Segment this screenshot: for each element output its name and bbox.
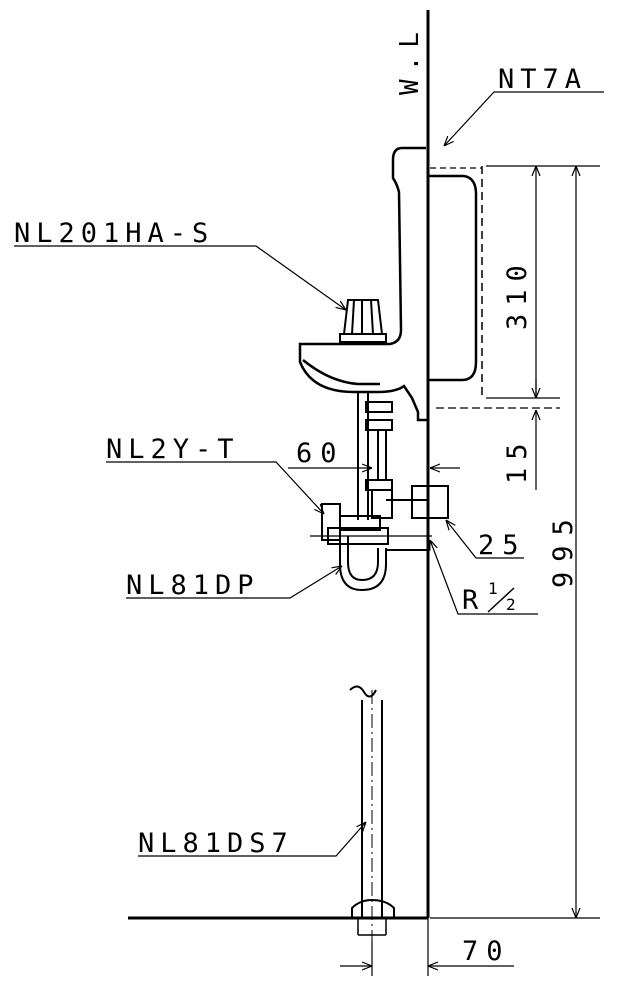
angle-valve	[321, 503, 341, 541]
dimension-lines	[288, 165, 600, 976]
leader-r-half	[430, 540, 538, 615]
dim-25: 25	[478, 530, 527, 561]
label-r-half-num: 1	[488, 579, 498, 598]
dim-70: 70	[462, 936, 511, 967]
label-r-half-base: R	[462, 585, 479, 616]
label-nl81ds7: NL81DS7	[138, 828, 294, 859]
floor-drain	[349, 685, 395, 945]
dim-995: 995	[548, 509, 579, 588]
dim-60: 60	[296, 438, 345, 469]
label-nl81dp: NL81DP	[126, 570, 260, 601]
label-r-half: R 1 2	[462, 579, 516, 616]
leader-lines	[14, 91, 604, 857]
basin-inner-bowl	[302, 359, 380, 386]
wall-and-floor	[128, 10, 430, 920]
leader-nl201ha-s	[14, 245, 346, 310]
wall-label: W.L	[395, 24, 425, 95]
leader-25	[446, 520, 524, 559]
leader-nl81dp	[126, 566, 342, 599]
leader-nl2y-t	[106, 461, 324, 514]
floor-flange	[351, 898, 395, 918]
faucet	[339, 299, 387, 343]
washbasin	[298, 146, 483, 422]
label-nl201ha-s: NL201HA-S	[14, 218, 214, 249]
dim-15: 15	[502, 435, 533, 484]
leader-nt7a	[444, 91, 604, 146]
label-nt7a: NT7A	[498, 64, 587, 95]
label-r-half-den: 2	[506, 595, 516, 614]
label-nl2y-t: NL2Y-T	[106, 434, 240, 465]
basin-body	[298, 146, 428, 422]
leader-nl81ds7	[138, 822, 366, 857]
drain-assembly	[310, 392, 449, 592]
dim-310: 310	[502, 257, 533, 330]
cabinet-outline	[428, 174, 478, 382]
